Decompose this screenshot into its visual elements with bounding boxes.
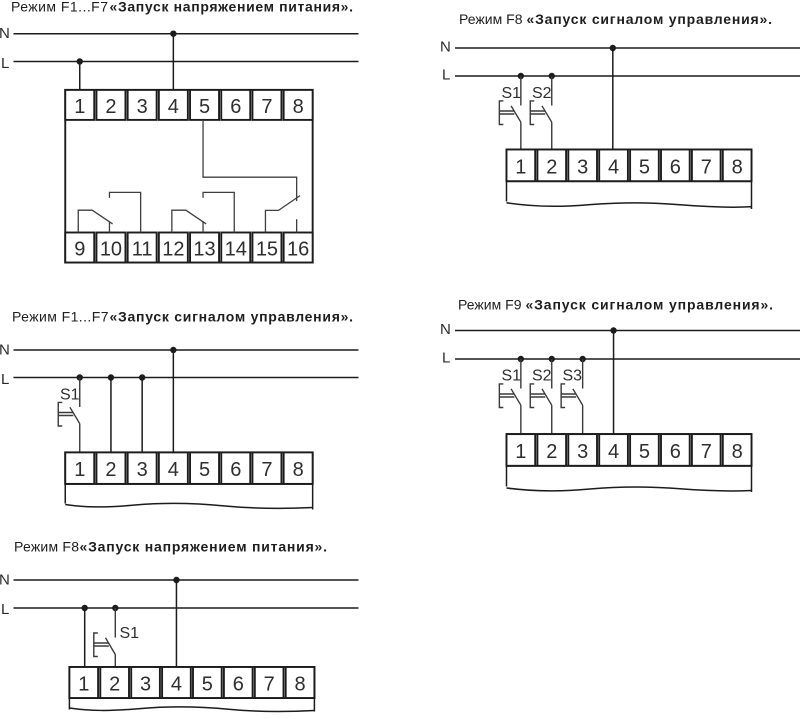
svg-text:5: 5 — [639, 441, 650, 463]
svg-text:«Запуск сигналом управления».: «Запуск сигналом управления». — [110, 309, 354, 325]
svg-text:«Запуск напряжением питания».: «Запуск напряжением питания». — [110, 0, 354, 15]
svg-text:S3: S3 — [563, 368, 583, 385]
svg-text:4: 4 — [168, 96, 179, 118]
svg-text:3: 3 — [577, 156, 588, 178]
svg-text:9: 9 — [74, 239, 85, 261]
svg-text:L: L — [1, 55, 9, 72]
svg-text:4: 4 — [608, 441, 619, 463]
svg-text:10: 10 — [100, 239, 122, 261]
svg-text:L: L — [1, 601, 9, 618]
svg-text:S2: S2 — [532, 368, 552, 385]
svg-text:3: 3 — [140, 674, 151, 696]
svg-text:S2: S2 — [532, 85, 552, 102]
svg-text:7: 7 — [264, 674, 275, 696]
svg-text:L: L — [442, 349, 450, 366]
svg-text:2: 2 — [105, 459, 116, 481]
svg-text:N: N — [440, 39, 451, 56]
svg-text:1: 1 — [74, 459, 85, 481]
svg-text:11: 11 — [132, 239, 153, 261]
svg-text:7: 7 — [701, 156, 712, 178]
svg-text:1: 1 — [78, 674, 89, 696]
svg-text:«Запуск сигналом управления».: «Запуск сигналом управления». — [527, 11, 773, 27]
svg-text:8: 8 — [293, 96, 304, 118]
svg-text:7: 7 — [261, 459, 272, 481]
svg-text:2: 2 — [546, 441, 557, 463]
svg-text:8: 8 — [294, 674, 305, 696]
svg-text:4: 4 — [168, 459, 179, 481]
svg-text:6: 6 — [230, 459, 241, 481]
svg-text:«Запуск сигналом управления».: «Запуск сигналом управления». — [526, 297, 774, 313]
svg-text:6: 6 — [233, 674, 244, 696]
svg-text:2: 2 — [546, 156, 557, 178]
svg-text:7: 7 — [261, 96, 272, 118]
svg-text:L: L — [442, 67, 450, 84]
svg-text:S1: S1 — [60, 386, 80, 403]
svg-text:6: 6 — [670, 441, 681, 463]
svg-text:S1: S1 — [120, 625, 140, 642]
svg-text:1: 1 — [515, 441, 526, 463]
svg-text:5: 5 — [199, 96, 210, 118]
svg-text:8: 8 — [293, 459, 304, 481]
svg-text:15: 15 — [256, 239, 278, 261]
svg-text:5: 5 — [199, 459, 210, 481]
svg-text:Режим F8: Режим F8 — [459, 11, 523, 27]
svg-text:2: 2 — [109, 674, 120, 696]
svg-text:16: 16 — [287, 239, 309, 261]
svg-text:S1: S1 — [502, 85, 522, 102]
svg-text:3: 3 — [577, 441, 588, 463]
svg-text:5: 5 — [639, 156, 650, 178]
svg-text:Режим F1...F7: Режим F1...F7 — [12, 309, 109, 325]
svg-text:7: 7 — [701, 441, 712, 463]
svg-text:N: N — [0, 25, 10, 42]
svg-text:12: 12 — [162, 239, 184, 261]
svg-text:13: 13 — [193, 239, 215, 261]
svg-text:1: 1 — [515, 156, 526, 178]
svg-text:4: 4 — [171, 674, 182, 696]
svg-text:8: 8 — [732, 156, 743, 178]
svg-text:L: L — [1, 371, 9, 388]
svg-text:3: 3 — [137, 459, 148, 481]
svg-text:4: 4 — [608, 156, 619, 178]
svg-text:«Запуск напряжением питания».: «Запуск напряжением питания». — [80, 539, 328, 555]
svg-text:N: N — [440, 321, 451, 338]
svg-text:Режим F9: Режим F9 — [458, 297, 522, 313]
svg-text:N: N — [0, 341, 10, 358]
svg-text:3: 3 — [137, 96, 148, 118]
svg-text:S1: S1 — [502, 368, 522, 385]
svg-text:Режим F8: Режим F8 — [14, 539, 79, 555]
svg-text:2: 2 — [105, 96, 116, 118]
svg-text:1: 1 — [74, 96, 85, 118]
svg-text:N: N — [0, 571, 10, 588]
svg-text:8: 8 — [732, 441, 743, 463]
svg-text:6: 6 — [670, 156, 681, 178]
svg-text:Режим F1...F7: Режим F1...F7 — [11, 0, 108, 15]
svg-text:5: 5 — [202, 674, 213, 696]
svg-text:14: 14 — [225, 239, 247, 261]
svg-text:6: 6 — [230, 96, 241, 118]
